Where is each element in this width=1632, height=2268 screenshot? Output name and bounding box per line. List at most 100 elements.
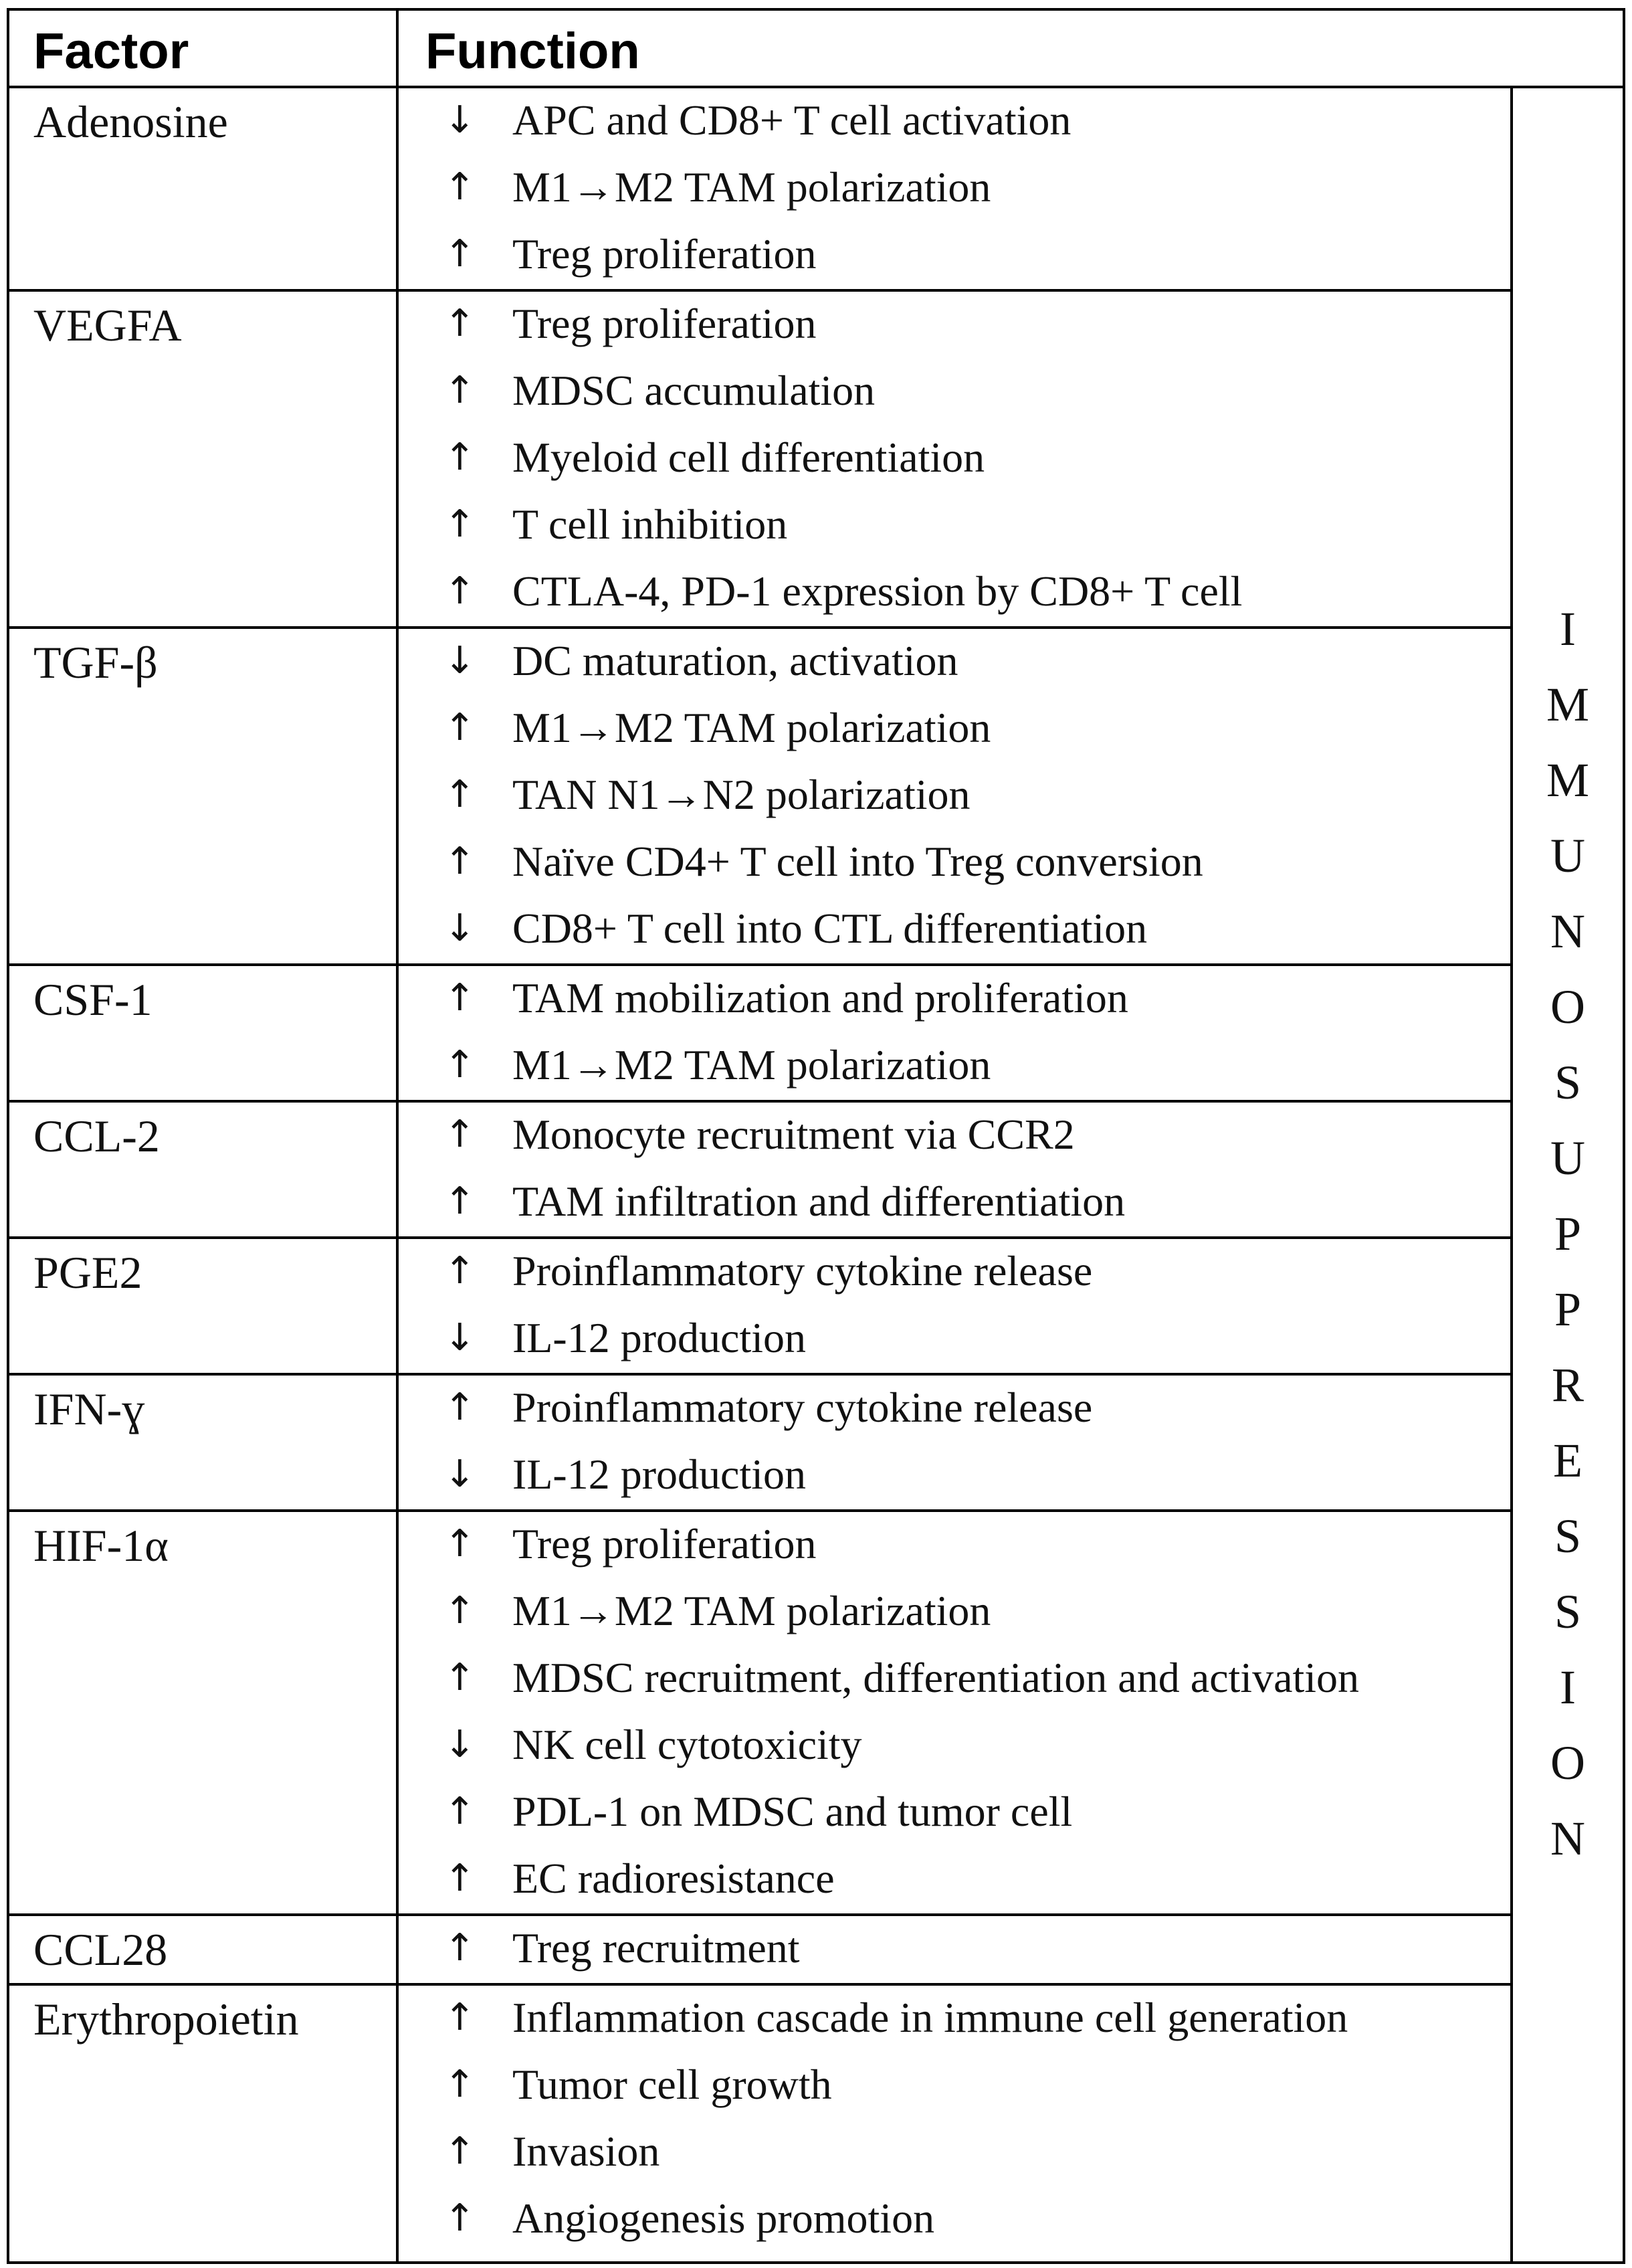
function-text: NK cell cytotoxicity bbox=[512, 1721, 862, 1768]
function-row: ↑ PDL-1 on MDSC and tumor cell bbox=[399, 1780, 1509, 1847]
factor-group: HIF-1α↑Treg proliferation↑M1→M2 TAM pola… bbox=[9, 1512, 1510, 1916]
function-row: ↑Angiogenesis promotion bbox=[399, 2186, 1509, 2253]
up-arrow-icon: ↑ bbox=[444, 2130, 476, 2173]
side-label-letter: I bbox=[1560, 602, 1576, 656]
up-arrow-icon: ↑ bbox=[444, 232, 476, 276]
factor-group: VEGFA↑Treg proliferation↑MDSC accumulati… bbox=[9, 292, 1510, 629]
down-arrow-icon: ↓ bbox=[444, 639, 476, 682]
function-text: PDL-1 on MDSC and tumor cell bbox=[512, 1788, 1073, 1835]
side-label-letter: S bbox=[1554, 1056, 1582, 1109]
side-label-letter: N bbox=[1550, 1812, 1585, 1865]
table-header: Factor Function bbox=[9, 11, 1623, 88]
factor-name: CCL-2 bbox=[33, 1111, 160, 1161]
column-divider bbox=[396, 11, 399, 2261]
function-text: Treg proliferation bbox=[512, 230, 817, 278]
function-text: Treg proliferation bbox=[512, 1520, 817, 1568]
up-arrow-icon: ↑ bbox=[444, 1522, 476, 1566]
function-row: ↑TAN N1→N2 polarization bbox=[399, 763, 1509, 830]
function-text: Treg recruitment bbox=[512, 1924, 800, 1972]
function-text: IL-12 production bbox=[512, 1314, 806, 1361]
function-row: ↓IL-12 production bbox=[399, 1442, 1509, 1509]
function-text: IL-12 production bbox=[512, 1450, 806, 1498]
function-row: ↑M1→M2 TAM polarization bbox=[399, 696, 1509, 763]
function-row: ↑ Treg recruitment bbox=[399, 1916, 1509, 1983]
function-row: ↑ Invasion bbox=[399, 2119, 1509, 2186]
function-text: Inflammation cascade in immune cell gene… bbox=[512, 1994, 1348, 2041]
side-label-letter: M bbox=[1546, 678, 1590, 731]
side-label-letter: P bbox=[1554, 1283, 1582, 1336]
factor-name: CCL28 bbox=[33, 1924, 168, 1975]
factor-group: IFN-ɣ↑Proinflammatory cytokine release↓I… bbox=[9, 1376, 1510, 1512]
side-label-letter: N bbox=[1550, 905, 1585, 958]
function-row: ↓CD8+ T cell into CTL differentiation bbox=[399, 896, 1509, 963]
up-arrow-icon: ↑ bbox=[444, 1996, 476, 2039]
up-arrow-icon: ↑ bbox=[444, 1926, 476, 1970]
factor-name: Erythropoietin bbox=[33, 1994, 299, 2045]
function-text: Invasion bbox=[512, 2128, 660, 2175]
function-row: ↑TAM infiltration and differentiation bbox=[399, 1169, 1509, 1236]
function-row: ↑ Myeloid cell differentiation bbox=[399, 426, 1509, 492]
function-row: ↓ DC maturation, activation bbox=[399, 629, 1509, 696]
function-row: ↑M1→M2 TAM polarization bbox=[399, 1579, 1509, 1646]
up-arrow-icon: ↑ bbox=[444, 840, 476, 883]
factor-group: CSF-1↑TAM mobilization and proliferation… bbox=[9, 966, 1510, 1103]
side-label-letter: I bbox=[1560, 1661, 1576, 1714]
function-row: ↑Naïve CD4+ T cell into Treg conversion bbox=[399, 830, 1509, 896]
factor-group: Erythropoietin ↑ Inflammation cascade in i… bbox=[9, 1986, 1510, 2256]
factor-group: PGE2↑Proinflammatory cytokine release↓IL… bbox=[9, 1239, 1510, 1376]
up-arrow-icon: ↑ bbox=[444, 706, 476, 749]
up-arrow-icon: ↑ bbox=[444, 1790, 476, 1833]
factor-name: PGE2 bbox=[33, 1247, 142, 1298]
factor-name: TGF-β bbox=[33, 637, 158, 688]
header-function: Function bbox=[425, 23, 640, 80]
function-text: Proinflammatory cytokine release bbox=[512, 1384, 1093, 1431]
up-arrow-icon: ↑ bbox=[444, 1249, 476, 1293]
function-row: ↑ Proinflammatory cytokine release bbox=[399, 1376, 1509, 1442]
side-label-letter: P bbox=[1554, 1207, 1582, 1260]
header-factor: Factor bbox=[33, 23, 189, 80]
side-label-letter: S bbox=[1554, 1585, 1582, 1638]
function-row: ↑ TAM mobilization and proliferation bbox=[399, 966, 1509, 1033]
function-row: ↑M1→M2 TAM polarization bbox=[399, 155, 1509, 222]
up-arrow-icon: ↑ bbox=[444, 369, 476, 412]
up-arrow-icon: ↑ bbox=[444, 976, 476, 1020]
function-text: TAM mobilization and proliferation bbox=[512, 974, 1128, 1022]
side-label-letter: S bbox=[1554, 1509, 1582, 1563]
function-row: ↑ Treg proliferation bbox=[399, 222, 1509, 289]
function-text: Monocyte recruitment via CCR2 bbox=[512, 1111, 1075, 1158]
function-text: Treg proliferation bbox=[512, 300, 817, 347]
function-row: ↑ MDSC accumulation bbox=[399, 359, 1509, 426]
function-text: Tumor cell growth bbox=[512, 2061, 832, 2108]
factor-function-table: Factor Function Adenosine↓APC and CD8+ T… bbox=[7, 8, 1625, 2264]
function-text: MDSC accumulation bbox=[512, 367, 876, 414]
down-arrow-icon: ↓ bbox=[444, 98, 476, 142]
side-label-letter: U bbox=[1550, 829, 1585, 882]
up-arrow-icon: ↑ bbox=[444, 1386, 476, 1429]
function-text: TAN N1→N2 polarization bbox=[512, 771, 971, 818]
function-text: M1→M2 TAM polarization bbox=[512, 1587, 991, 1634]
function-text: MDSC recruitment, differentiation and ac… bbox=[512, 1654, 1360, 1701]
function-text: T cell inhibition bbox=[512, 500, 788, 548]
side-label-letter: O bbox=[1550, 1736, 1585, 1790]
function-text: DC maturation, activation bbox=[512, 637, 958, 684]
up-arrow-icon: ↑ bbox=[444, 569, 476, 613]
function-row: ↓IL-12 production bbox=[399, 1306, 1509, 1373]
side-label-letter: O bbox=[1550, 980, 1585, 1034]
down-arrow-icon: ↓ bbox=[444, 1723, 476, 1766]
function-row: ↑MDSC recruitment, differentiation and a… bbox=[399, 1646, 1509, 1713]
function-text: CD8+ T cell into CTL differentiation bbox=[512, 905, 1148, 952]
function-text: Myeloid cell differentiation bbox=[512, 434, 985, 481]
function-text: CTLA-4, PD-1 expression by CD8+ T cell bbox=[512, 567, 1243, 615]
side-label-letter: M bbox=[1546, 753, 1590, 807]
function-row: ↑ Tumor cell growth bbox=[399, 2053, 1509, 2119]
side-label-letter: R bbox=[1551, 1358, 1585, 1412]
up-arrow-icon: ↑ bbox=[444, 436, 476, 479]
side-column-divider bbox=[1510, 88, 1513, 2261]
up-arrow-icon: ↑ bbox=[444, 2063, 476, 2106]
up-arrow-icon: ↑ bbox=[444, 1857, 476, 1900]
function-text: Angiogenesis promotion bbox=[512, 2194, 935, 2242]
function-text: TAM infiltration and differentiation bbox=[512, 1177, 1126, 1225]
factor-group: CCL-2↑Monocyte recruitment via CCR2↑TAM … bbox=[9, 1103, 1510, 1239]
up-arrow-icon: ↑ bbox=[444, 502, 476, 546]
